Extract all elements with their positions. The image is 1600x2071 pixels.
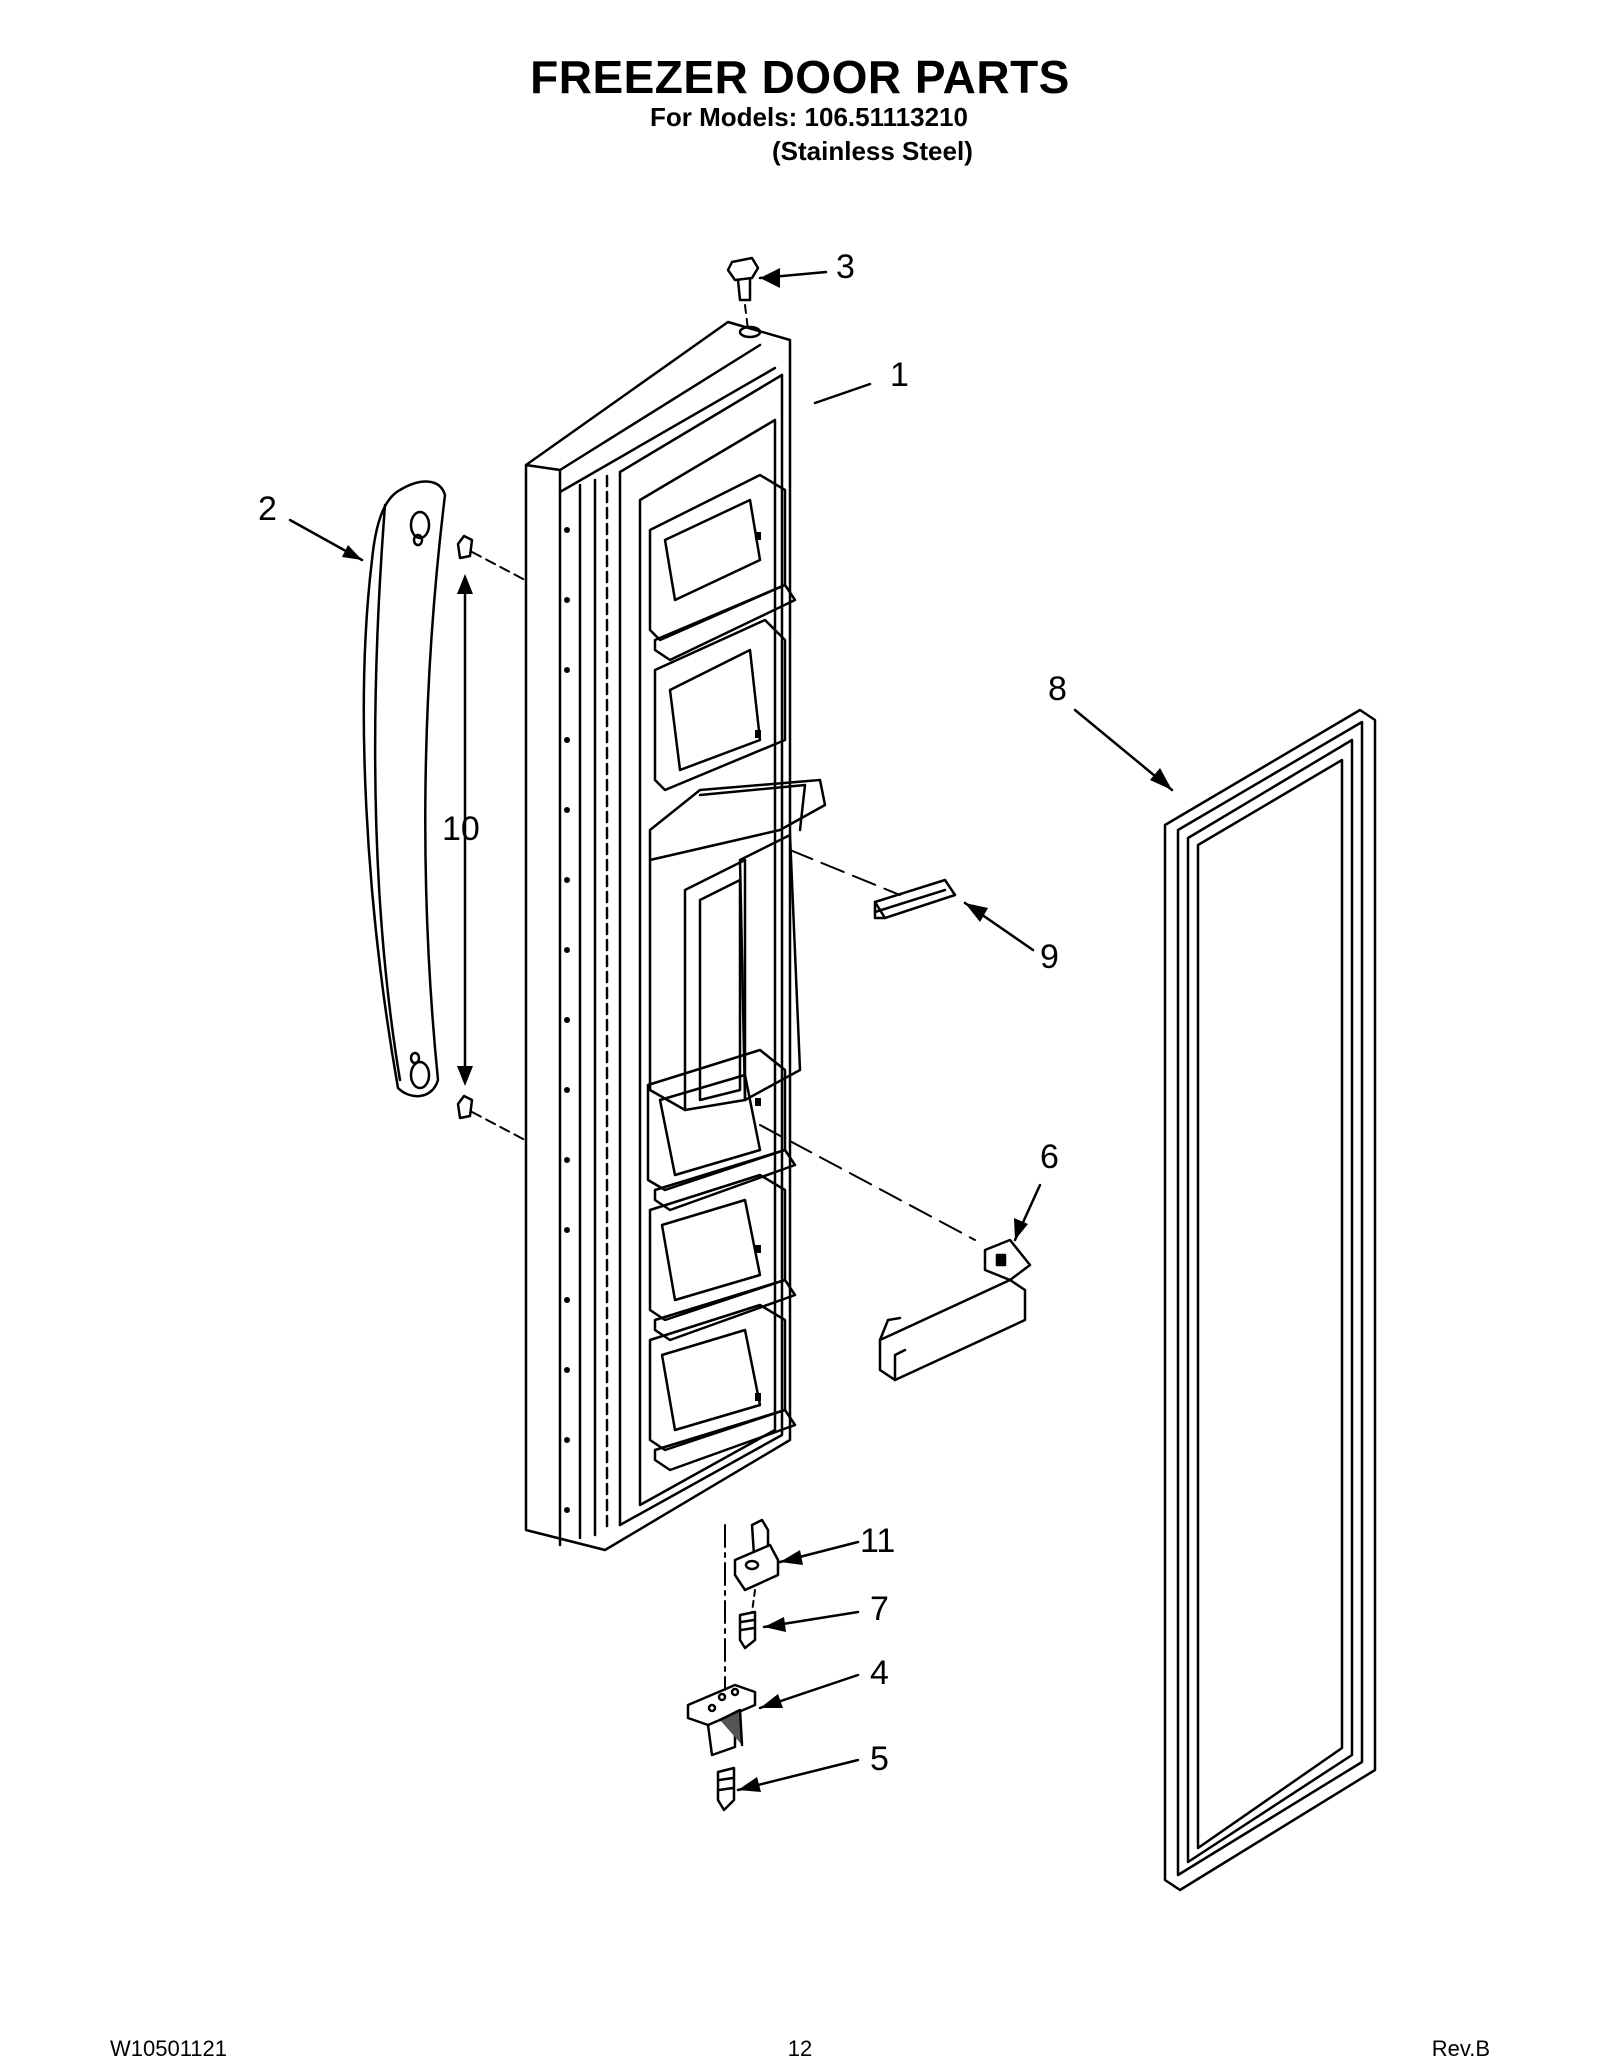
callout-9: 9	[1040, 938, 1059, 976]
door-gasket	[1163, 708, 1377, 1892]
page-title: FREEZER DOOR PARTS	[530, 51, 1070, 103]
hinge-bushing	[733, 1518, 780, 1592]
callout-6: 6	[1040, 1138, 1059, 1176]
callout-11: 11	[860, 1522, 895, 1560]
callout-10: 10	[442, 810, 480, 848]
top-hinge-pin	[726, 256, 760, 331]
callout-2: 2	[258, 490, 277, 528]
door-handle	[362, 480, 447, 1098]
callout-arrowheads	[342, 268, 1172, 1792]
handle-mounting-studs	[456, 534, 526, 1141]
callout-5: 5	[870, 1740, 889, 1778]
page-number: 12	[787, 2036, 813, 2061]
bottom-hinge	[686, 1683, 757, 1757]
revision: Rev.B	[1431, 2036, 1490, 2061]
finish-line: (Stainless Steel)	[772, 136, 973, 166]
callout-3: 3	[836, 248, 855, 286]
hinge-screw-small	[738, 1610, 757, 1650]
callout-8: 8	[1048, 670, 1067, 708]
callout-4: 4	[870, 1654, 889, 1692]
document-number: W10501121	[110, 2036, 228, 2061]
dispenser-trim	[873, 878, 957, 920]
callout-7: 7	[870, 1590, 889, 1628]
callout-1: 1	[890, 356, 909, 394]
door-shelf-bin	[878, 1238, 1032, 1382]
models-line: For Models: 106.51113210	[650, 102, 968, 132]
freezer-door-assembly	[524, 320, 827, 1552]
hinge-screw-large	[716, 1766, 736, 1812]
